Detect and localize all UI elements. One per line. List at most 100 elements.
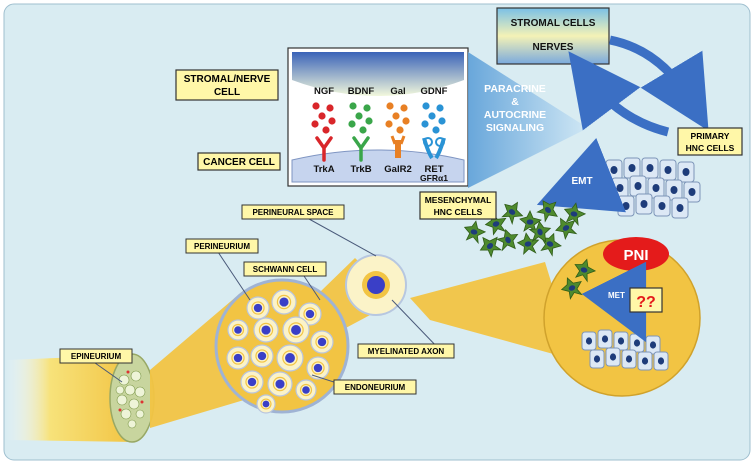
svg-text:PRIMARY: PRIMARY (691, 131, 730, 141)
emt-arrow (536, 138, 626, 213)
mesenchymal-cell (516, 232, 540, 255)
mesenchymal-cell (528, 220, 552, 243)
label-perineurium: PERINEURIUM (185, 238, 259, 254)
ligand-dot (432, 126, 440, 134)
nerves-label: NERVES (533, 42, 574, 53)
ligand-dot (312, 102, 320, 110)
label-cancer-cell: CANCER CELL (197, 152, 281, 171)
mesenchymal-cell (563, 202, 587, 227)
svg-text:HNC CELLS: HNC CELLS (686, 143, 735, 153)
ligand-dot (392, 112, 400, 120)
label-endoneurium: ENDONEURIUM (333, 379, 417, 395)
paracrine-label-3: AUTOCRINE (484, 109, 546, 121)
curved-arrow-down (609, 35, 709, 131)
ligand-dot (396, 126, 404, 134)
label-mesenchymal-hnc: MESENCHYMAL HNC CELLS (419, 191, 497, 220)
mesenchymal-cell (555, 217, 578, 240)
receptor-label-trka: TrkA (313, 164, 334, 175)
ligand-label-bdnf: BDNF (348, 86, 375, 97)
ligand-dot (328, 117, 336, 125)
ligand-label-gal: Gal (390, 86, 405, 97)
receptor-trkb-shape (352, 136, 370, 162)
ligand-dot (436, 104, 444, 112)
ligand-dot (359, 126, 367, 134)
svg-text:PERINEURAL SPACE: PERINEURAL SPACE (252, 208, 334, 217)
ligand-dot (422, 102, 430, 110)
met-arrow (581, 261, 647, 343)
mesenchymal-cell (560, 277, 583, 300)
ligand-dot (311, 120, 319, 128)
unknown-box (629, 287, 663, 313)
ligand-dot (318, 112, 326, 120)
svg-text:MYELINATED AXON: MYELINATED AXON (368, 347, 445, 356)
mesenchymal-cell (519, 210, 542, 234)
ligand-dot (348, 120, 356, 128)
stromal-nerve-cell-region (292, 52, 464, 96)
ligand-dot (402, 117, 410, 125)
question-label: ?? (636, 294, 656, 311)
mesenchymal-cell (540, 232, 562, 257)
ligand-dot (355, 112, 363, 120)
svg-text:EPINEURIUM: EPINEURIUM (71, 352, 122, 361)
mesenchymal-cells (463, 200, 597, 300)
svg-text:SCHWANN CELL: SCHWANN CELL (253, 265, 318, 274)
ligand-dot (386, 102, 394, 110)
mesenchymal-cell (463, 220, 487, 245)
svg-text:STROMAL/NERVE: STROMAL/NERVE (184, 74, 271, 85)
mesenchymal-cell (536, 200, 558, 223)
svg-text:MESENCHYMAL: MESENCHYMAL (425, 195, 492, 205)
single-fibre (345, 254, 407, 316)
ligand-dot (428, 112, 436, 120)
ligand-dot (400, 104, 408, 112)
met-label: MET (608, 291, 625, 300)
ligand-dot (438, 117, 446, 125)
ligand-label-gdnf: GDNF (421, 86, 448, 97)
curved-arrow-up (568, 51, 670, 137)
ligand-dot (385, 120, 393, 128)
emt-label: EMT (571, 176, 592, 187)
paracrine-label-1: PARACRINE (484, 83, 546, 95)
label-epineurium: EPINEURIUM (59, 348, 133, 364)
mesenchymal-cell (501, 201, 524, 226)
nerve-cross-section (109, 353, 155, 443)
receptor-label-trkb: TrkB (350, 164, 371, 175)
svg-text:CANCER CELL: CANCER CELL (203, 157, 275, 168)
label-schwann-cell: SCHWANN CELL (243, 261, 327, 277)
receptor-label-ret: RET (425, 164, 444, 175)
label-perineural-space: PERINEURAL SPACE (241, 204, 345, 220)
mesenchymal-cell (496, 229, 519, 252)
svg-text:PERINEURIUM: PERINEURIUM (194, 242, 250, 251)
pni-label: PNI (623, 247, 648, 264)
fascicle-cross-section (214, 278, 350, 414)
paracrine-label-4: SIGNALING (486, 122, 544, 134)
stromal-cells-label: STROMAL CELLS (511, 18, 596, 29)
receptor-trka-shape (315, 136, 333, 162)
receptor-label-gfra1: GFRα1 (420, 173, 448, 183)
ligand-dot (365, 117, 373, 125)
myelinated-axon-core (367, 276, 385, 294)
label-stromal-nerve-cell: STROMAL/NERVE CELL (175, 69, 279, 101)
svg-text:ENDONEURIUM: ENDONEURIUM (345, 383, 406, 392)
ligand-dot (349, 102, 357, 110)
paracrine-beam (468, 52, 588, 188)
stromal-nerves-box (496, 7, 610, 65)
receptor-label-galr2: GalR2 (384, 164, 411, 175)
svg-text:HNC CELLS: HNC CELLS (434, 207, 483, 217)
nerve-tube (6, 353, 155, 443)
ligand-dot (421, 120, 429, 128)
projection-cone-3 (410, 262, 575, 360)
ligand-dot (326, 104, 334, 112)
ligand-dot (322, 126, 330, 134)
svg-text:CELL: CELL (214, 87, 240, 98)
receptor-galr2-shape (395, 140, 401, 158)
paracrine-label-2: & (511, 96, 519, 108)
label-primary-hnc: PRIMARY HNC CELLS (677, 127, 743, 156)
cancer-cell-region (291, 149, 465, 183)
ligand-label-ngf: NGF (314, 86, 334, 97)
label-myelinated-axon: MYELINATED AXON (357, 343, 455, 359)
mesenchymal-cell (479, 236, 503, 258)
ligand-dot (363, 104, 371, 112)
